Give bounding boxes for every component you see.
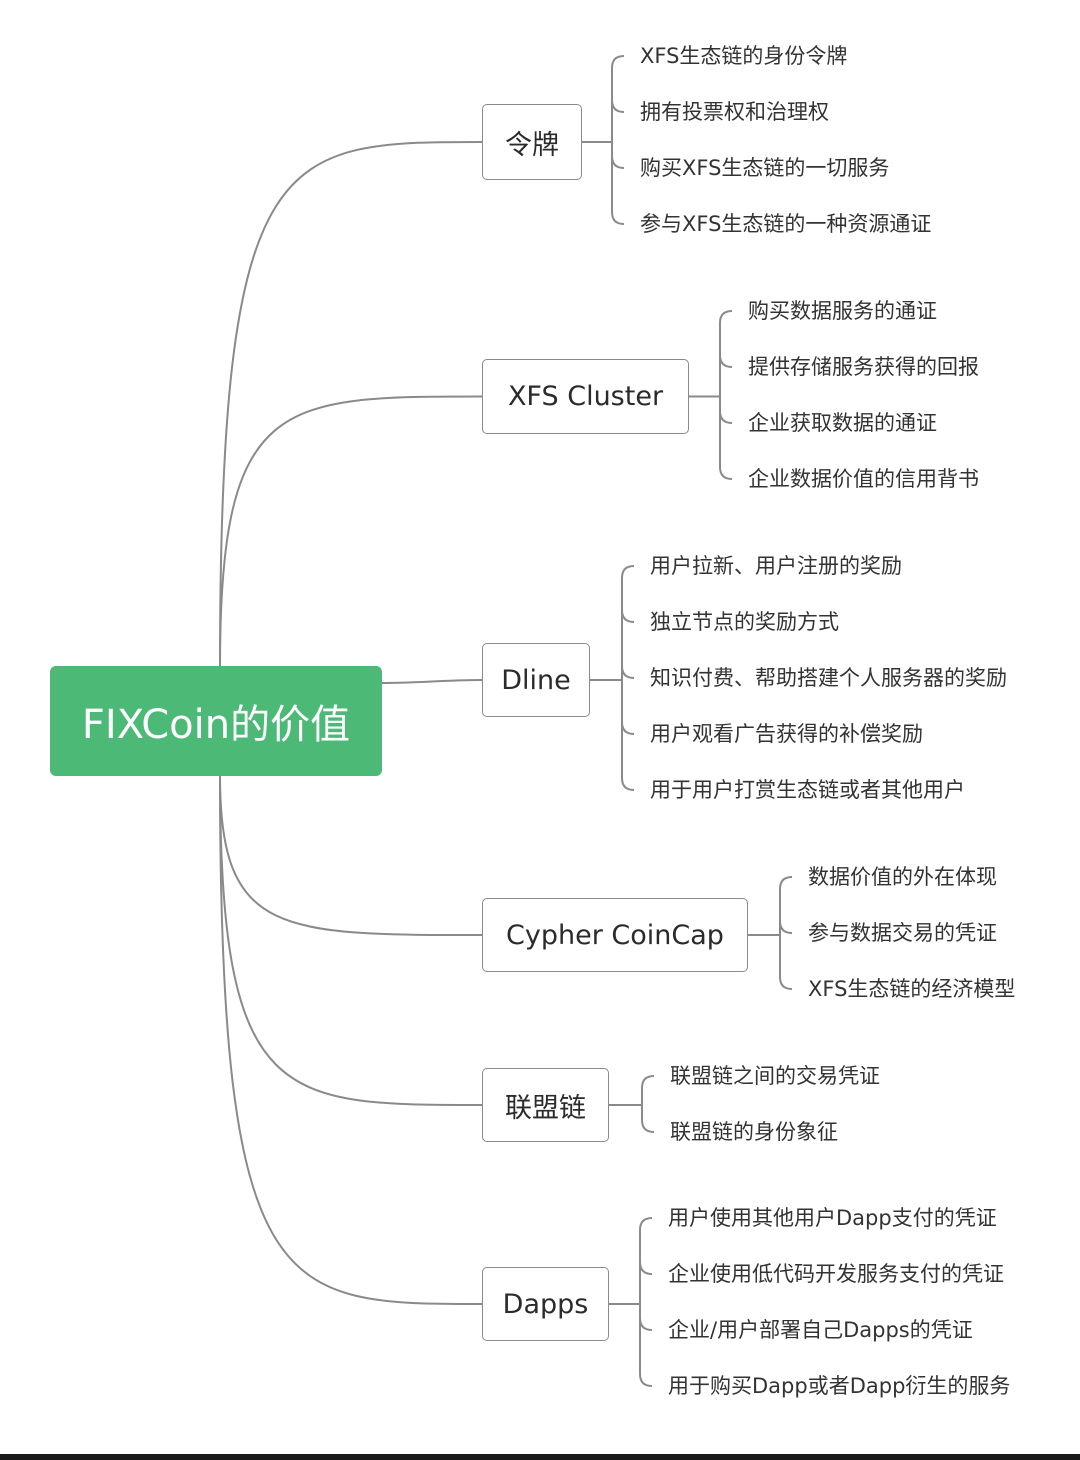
leaf-item: 知识付费、帮助搭建个人服务器的奖励 [650, 666, 1007, 690]
root-to-branch-connector [381, 679, 483, 684]
root-to-branch-connector [219, 775, 483, 936]
leaf-item: 联盟链的身份象征 [670, 1120, 838, 1144]
leaf-item: XFS生态链的经济模型 [808, 977, 1016, 1001]
root-node: FIXCoin的价值 [50, 666, 382, 776]
leaf-tick [611, 155, 625, 169]
leaf-tick [639, 1317, 653, 1331]
leaf-item: 企业数据价值的信用背书 [748, 467, 979, 491]
root-to-branch-connector [219, 395, 483, 667]
leaf-item: XFS生态链的身份令牌 [640, 44, 848, 68]
leaf-bracket [621, 565, 635, 791]
leaf-tick [611, 99, 625, 113]
leaf-item: 提供存储服务获得的回报 [748, 355, 979, 379]
leaf-bracket [639, 1217, 653, 1387]
leaf-item: 参与数据交易的凭证 [808, 921, 997, 945]
leaf-item: 参与XFS生态链的一种资源通证 [640, 212, 932, 236]
leaf-tick [779, 920, 793, 934]
leaf-item: 用于购买Dapp或者Dapp衍生的服务 [668, 1374, 1011, 1398]
leaf-bracket [719, 310, 733, 480]
leaf-tick [719, 354, 733, 368]
leaf-bracket [641, 1075, 655, 1133]
bottom-edge-bar [0, 1454, 1080, 1460]
root-to-branch-connector [219, 775, 483, 1305]
leaf-bracket [611, 55, 625, 225]
leaf-tick [621, 609, 635, 623]
leaf-item: 购买XFS生态链的一切服务 [640, 156, 890, 180]
leaf-item: 购买数据服务的通证 [748, 299, 937, 323]
leaf-bracket [779, 876, 793, 990]
leaf-tick [639, 1261, 653, 1275]
leaf-item: 用户使用其他用户Dapp支付的凭证 [668, 1206, 997, 1230]
branch-node-alliance-chain: 联盟链 [482, 1068, 609, 1142]
leaf-tick [719, 410, 733, 424]
leaf-tick [621, 665, 635, 679]
branch-node-dapps: Dapps [482, 1267, 609, 1341]
leaf-item: 拥有投票权和治理权 [640, 100, 829, 124]
branch-node-cypher-coincap: Cypher CoinCap [482, 898, 748, 972]
leaf-item: 数据价值的外在体现 [808, 865, 997, 889]
leaf-item: 独立节点的奖励方式 [650, 610, 839, 634]
root-to-branch-connector [219, 141, 483, 667]
branch-node-token: 令牌 [482, 104, 582, 180]
leaf-item: 用户拉新、用户注册的奖励 [650, 554, 902, 578]
leaf-item: 用于用户打赏生态链或者其他用户 [650, 778, 965, 802]
leaf-item: 联盟链之间的交易凭证 [670, 1064, 880, 1088]
root-to-branch-connector [219, 775, 483, 1106]
branch-node-xfs-cluster: XFS Cluster [482, 359, 689, 434]
leaf-item: 企业/用户部署自己Dapps的凭证 [668, 1318, 973, 1342]
leaf-item: 企业使用低代码开发服务支付的凭证 [668, 1262, 1004, 1286]
leaf-tick [621, 721, 635, 735]
leaf-item: 用户观看广告获得的补偿奖励 [650, 722, 923, 746]
leaf-item: 企业获取数据的通证 [748, 411, 937, 435]
branch-node-dline: Dline [482, 643, 590, 717]
